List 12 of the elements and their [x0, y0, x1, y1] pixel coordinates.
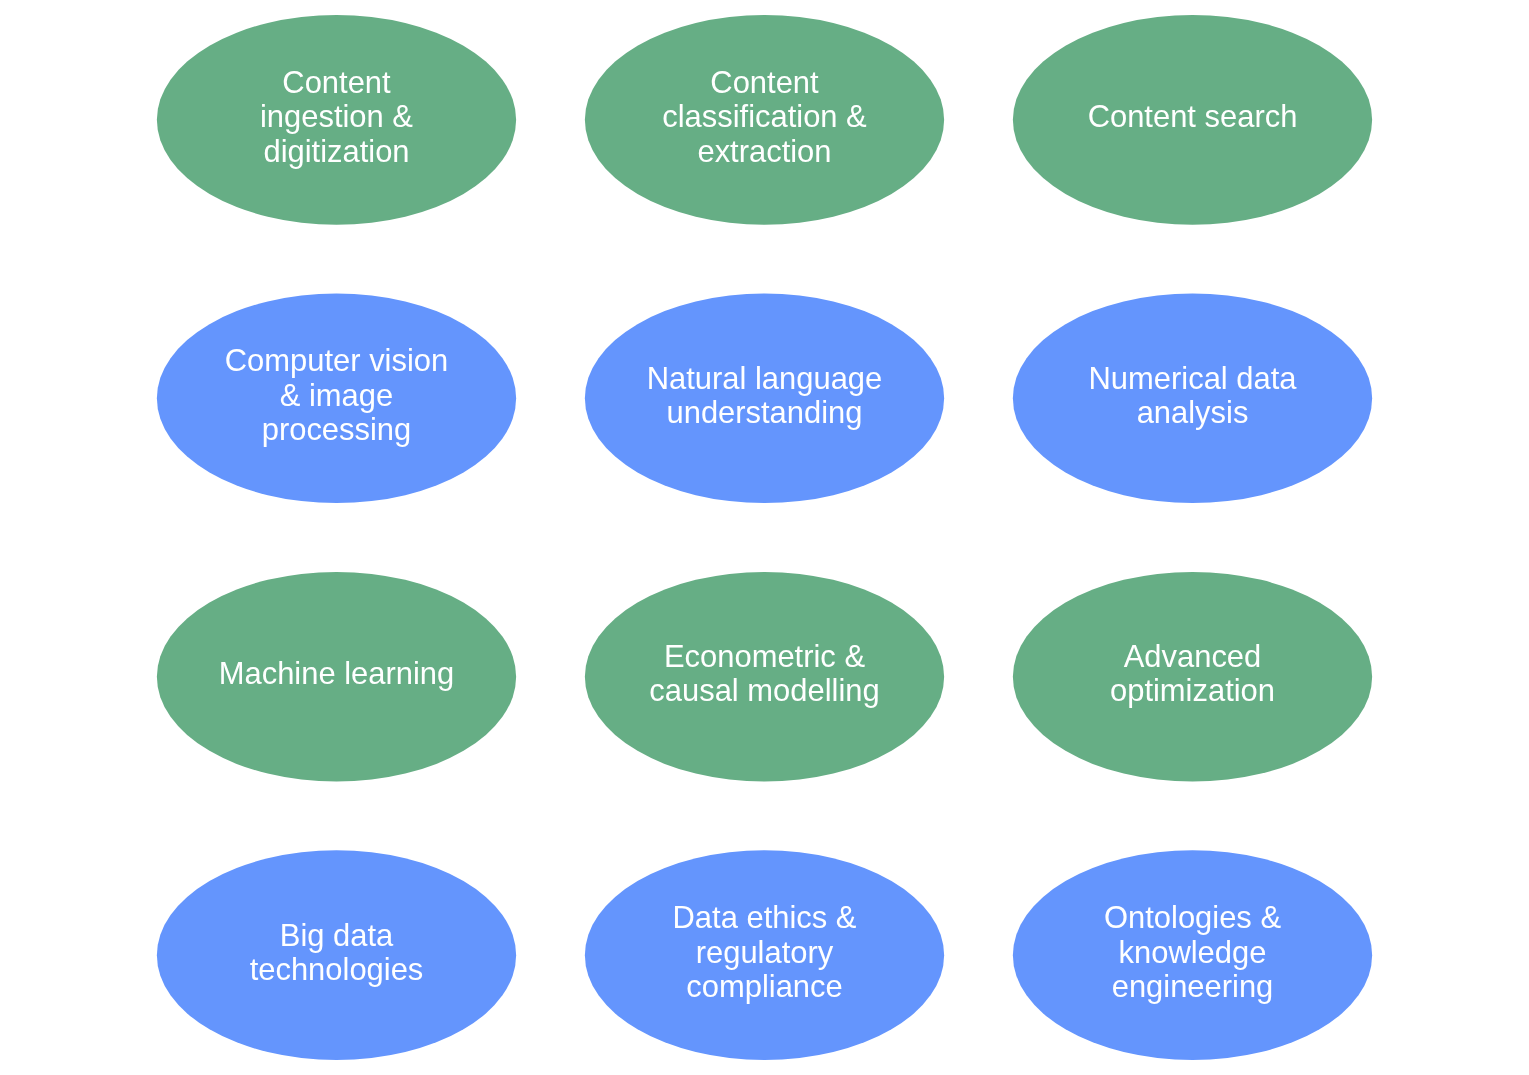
node-ellipse: Econometric & causal modelling	[584, 571, 945, 782]
node-ellipse: Ontologies & knowledge engineering	[1012, 850, 1373, 1061]
node-ellipse: Machine learning	[156, 571, 517, 782]
node-ellipse: Computer vision & image processing	[156, 293, 517, 504]
node-ellipse: Content classification & extraction	[584, 14, 945, 225]
node-ellipse: Natural language understanding	[584, 293, 945, 504]
node-ellipse: Data ethics & regulatory compliance	[584, 850, 945, 1061]
node-ellipse: Numerical data analysis	[1012, 293, 1373, 504]
node-ellipse: Content search	[1012, 14, 1373, 225]
node-ellipse: Advanced optimization	[1012, 571, 1373, 782]
node-ellipse: Content ingestion & digitization	[156, 14, 517, 225]
node-ellipse: Big data technologies	[156, 850, 517, 1061]
